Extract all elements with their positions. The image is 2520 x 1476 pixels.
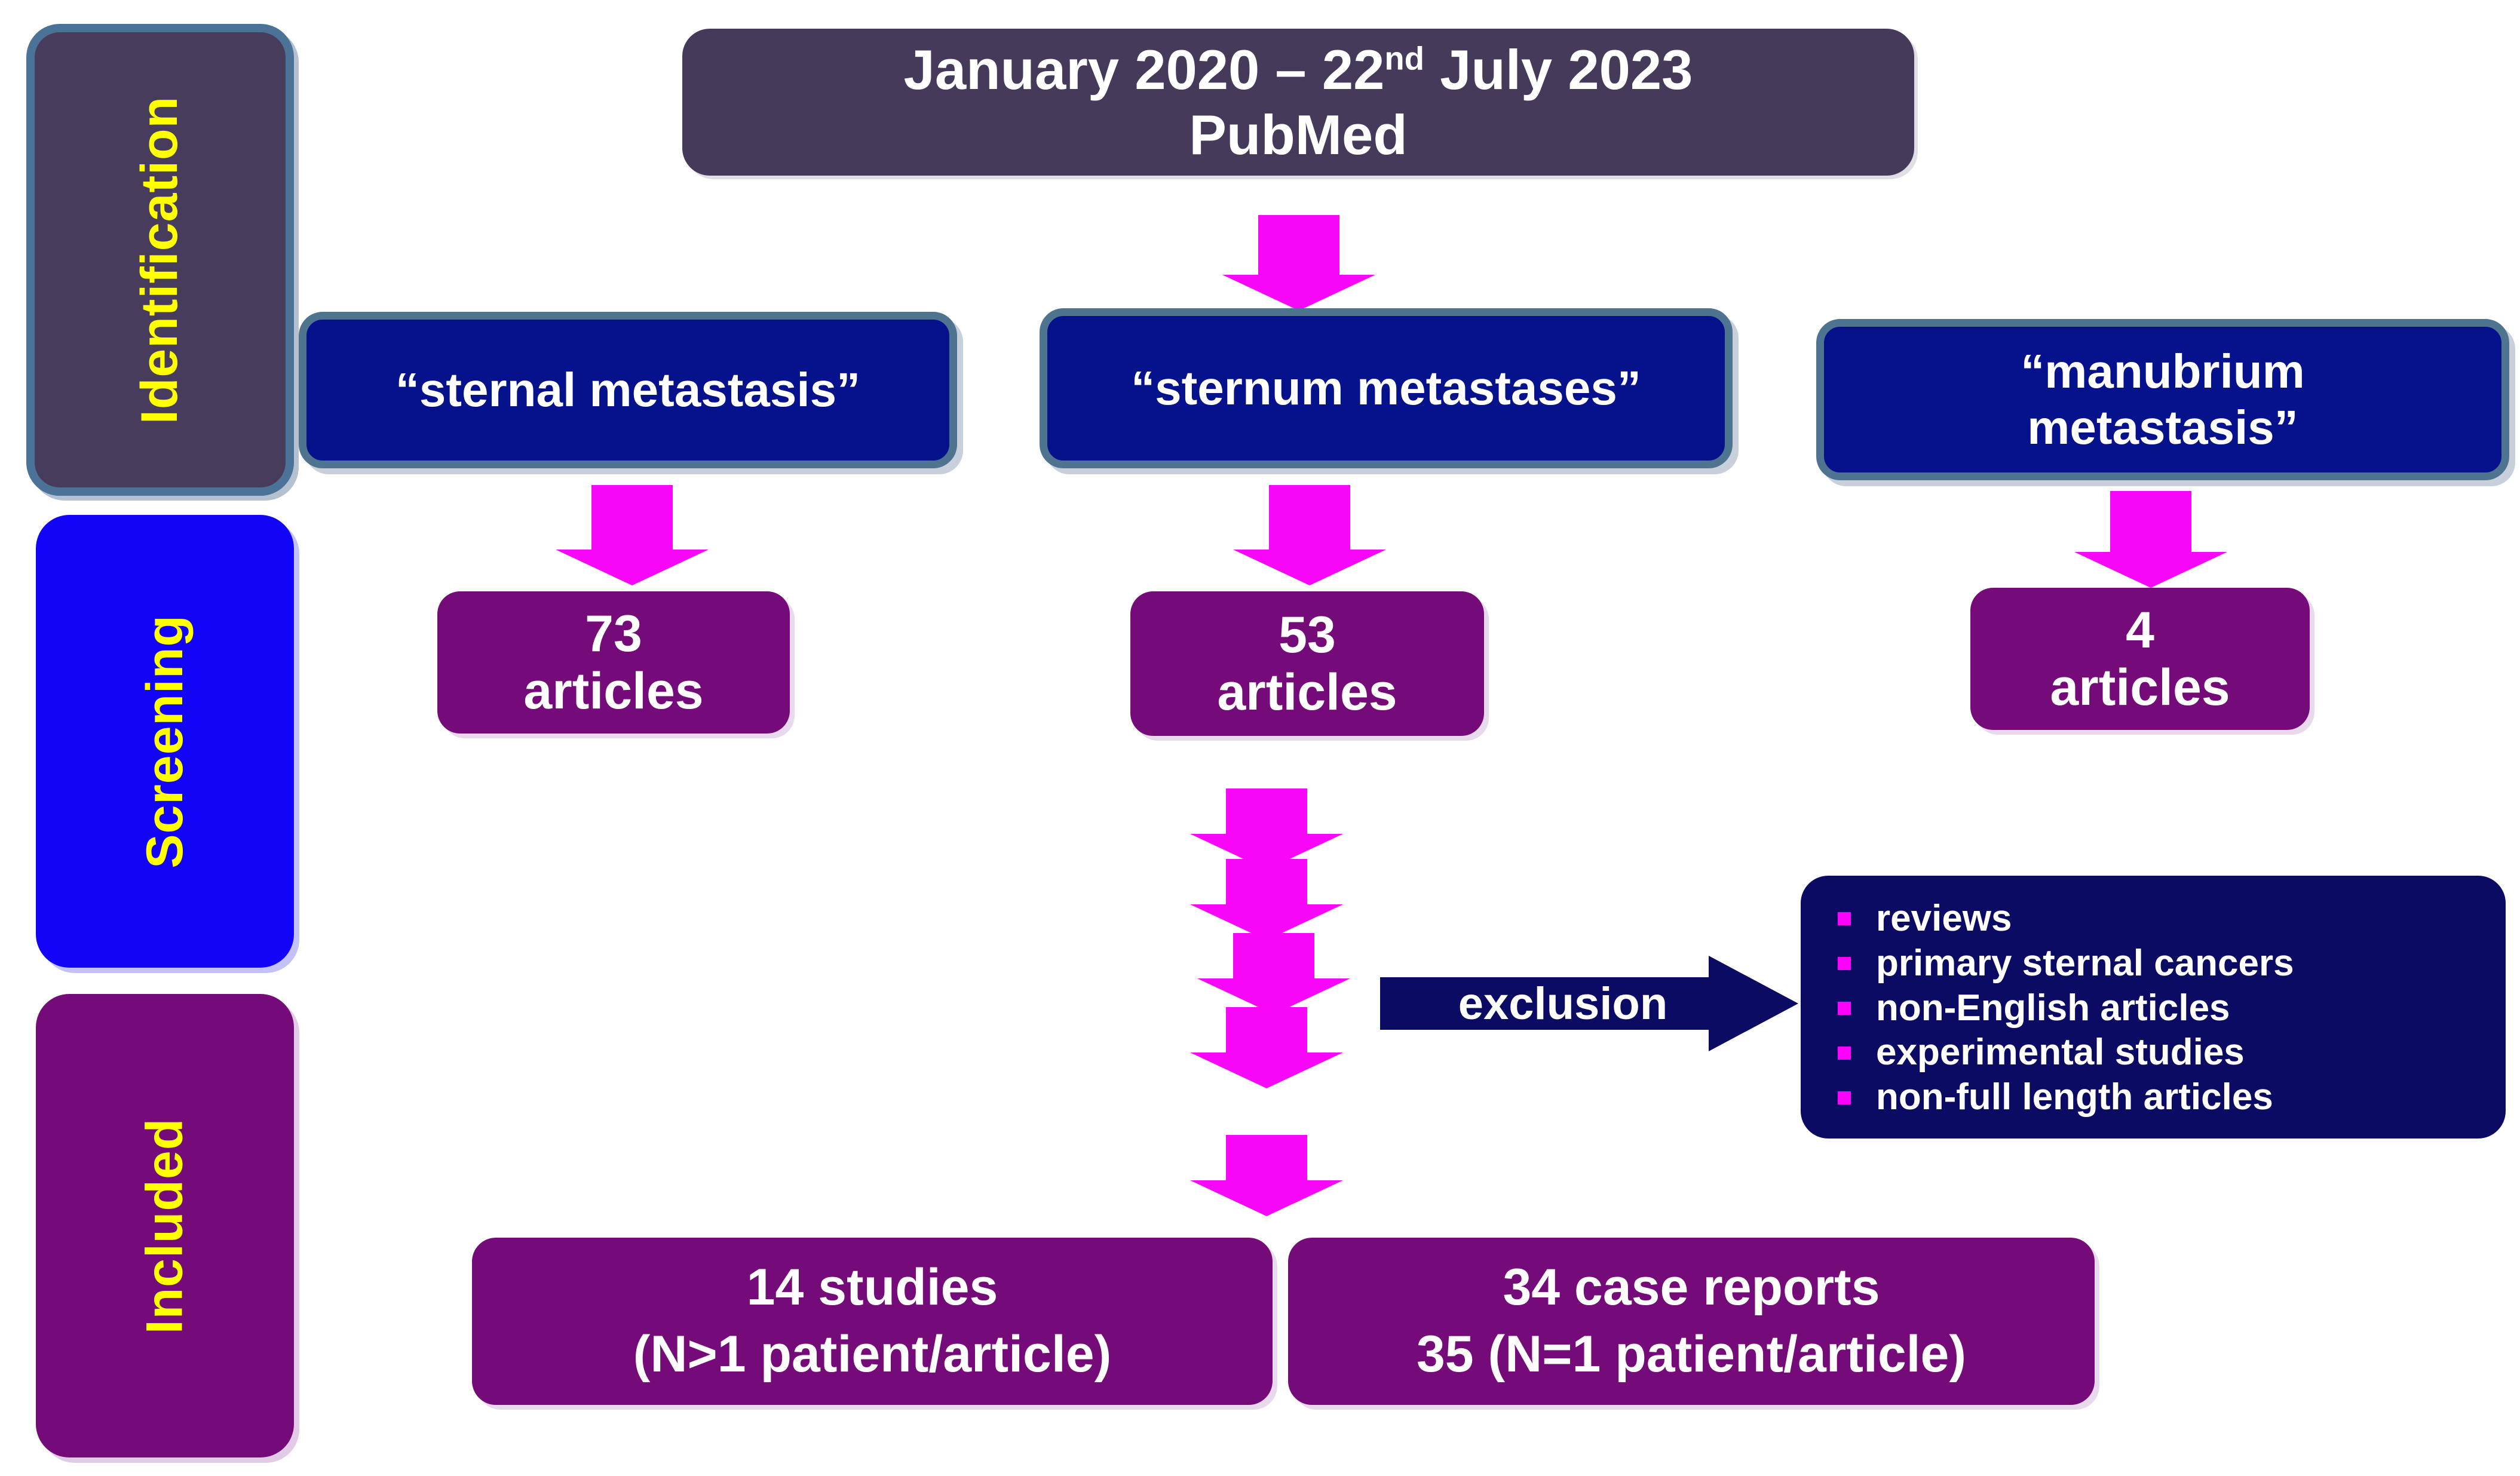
query-term-1: “sternal metastasis” — [395, 363, 861, 417]
search-header-box: January 2020 – 22nd July 2023 PubMed — [682, 29, 1914, 176]
stage-rail-screening: Screening — [36, 515, 294, 968]
exclusion-criterion-label: experimental studies — [1876, 1032, 2245, 1073]
count-unit-2: articles — [1217, 664, 1397, 721]
query-term-3-line1: “manubrium — [2021, 344, 2305, 398]
exclusion-criterion-label: primary sternal cancers — [1876, 942, 2294, 984]
count-number-3: 4 — [2126, 601, 2154, 659]
square-bullet-icon — [1838, 1091, 1851, 1104]
date-range-prefix: January 2020 – 22 — [903, 38, 1385, 101]
exclusion-criterion: primary sternal cancers — [1838, 942, 2506, 984]
stage-label-screening: Screening — [136, 614, 194, 869]
result-studies-line2: (N>1 patient/article) — [633, 1325, 1112, 1383]
result-box-case-reports: 34 case reports 35 (N=1 patient/article) — [1288, 1238, 2095, 1405]
result-box-studies: 14 studies (N>1 patient/article) — [472, 1238, 1273, 1405]
exclusion-criterion-label: reviews — [1876, 897, 2012, 939]
stage-label-included: Included — [136, 1118, 194, 1334]
search-date-range: January 2020 – 22nd July 2023 — [904, 38, 1693, 103]
stage-rail-identification: Identification — [26, 24, 294, 496]
count-box-sternum-metastases: 53 articles — [1130, 591, 1484, 736]
square-bullet-icon — [1838, 912, 1851, 926]
result-studies-line1: 14 studies — [746, 1259, 998, 1317]
exclusion-criterion: non-full length articles — [1838, 1076, 2506, 1118]
query-term-3-line2: metastasis” — [2027, 401, 2298, 454]
arrow-down-icon-screening-1 — [1190, 788, 1343, 870]
count-box-sternal-metastasis: 73 articles — [437, 591, 790, 734]
exclusion-arrow: exclusion — [1380, 956, 1798, 1051]
exclusion-criterion: experimental studies — [1838, 1033, 2506, 1073]
exclusion-criteria-panel: reviews primary sternal cancers non-Engl… — [1801, 876, 2506, 1139]
result-case-reports-line1: 34 case reports — [1503, 1259, 1880, 1317]
query-box-manubrium-metastasis: “manubrium metastasis” — [1816, 319, 2509, 480]
stage-label-identification: Identification — [131, 96, 189, 424]
exclusion-arrow-label: exclusion — [1458, 978, 1668, 1029]
exclusion-criterion: non-English articles — [1838, 987, 2506, 1029]
count-number-2: 53 — [1279, 606, 1336, 664]
exclusion-criterion-label: non-full length articles — [1876, 1076, 2273, 1118]
arrow-down-icon-header-to-queries — [1222, 215, 1375, 311]
query-term-2: “sternum metastases” — [1131, 361, 1641, 415]
stage-rail-included: Included — [36, 994, 294, 1457]
count-number-1: 73 — [585, 604, 642, 662]
arrow-down-icon-screening-to-results — [1190, 1135, 1343, 1216]
arrow-right-tip-icon — [1709, 956, 1798, 1051]
result-case-reports-line2: 35 (N=1 patient/article) — [1416, 1325, 1967, 1383]
arrow-down-icon-screening-3 — [1197, 933, 1350, 1014]
arrow-down-icon-query3-to-count3 — [2074, 491, 2227, 588]
date-range-suffix: July 2023 — [1424, 38, 1693, 101]
exclusion-criterion-label: non-English articles — [1876, 987, 2230, 1029]
exclusion-criterion: reviews — [1838, 897, 2506, 939]
count-box-manubrium-metastasis: 4 articles — [1970, 588, 2310, 730]
square-bullet-icon — [1838, 1001, 1851, 1015]
date-range-ordinal: nd — [1384, 40, 1424, 77]
database-name: PubMed — [1189, 103, 1408, 166]
count-unit-3: articles — [2050, 659, 2230, 716]
arrow-down-icon-screening-2 — [1190, 859, 1343, 940]
square-bullet-icon — [1838, 1046, 1851, 1060]
arrow-down-icon-query2-to-count2 — [1233, 485, 1386, 585]
arrow-down-icon-screening-4 — [1190, 1007, 1343, 1088]
query-box-sternal-metastasis: “sternal metastasis” — [299, 312, 957, 468]
query-box-sternum-metastases: “sternum metastases” — [1040, 308, 1733, 468]
count-unit-1: articles — [523, 662, 704, 720]
square-bullet-icon — [1838, 957, 1851, 971]
arrow-down-icon-query1-to-count1 — [556, 485, 709, 585]
arrow-right-icon-exclusion: exclusion — [1380, 977, 1715, 1030]
